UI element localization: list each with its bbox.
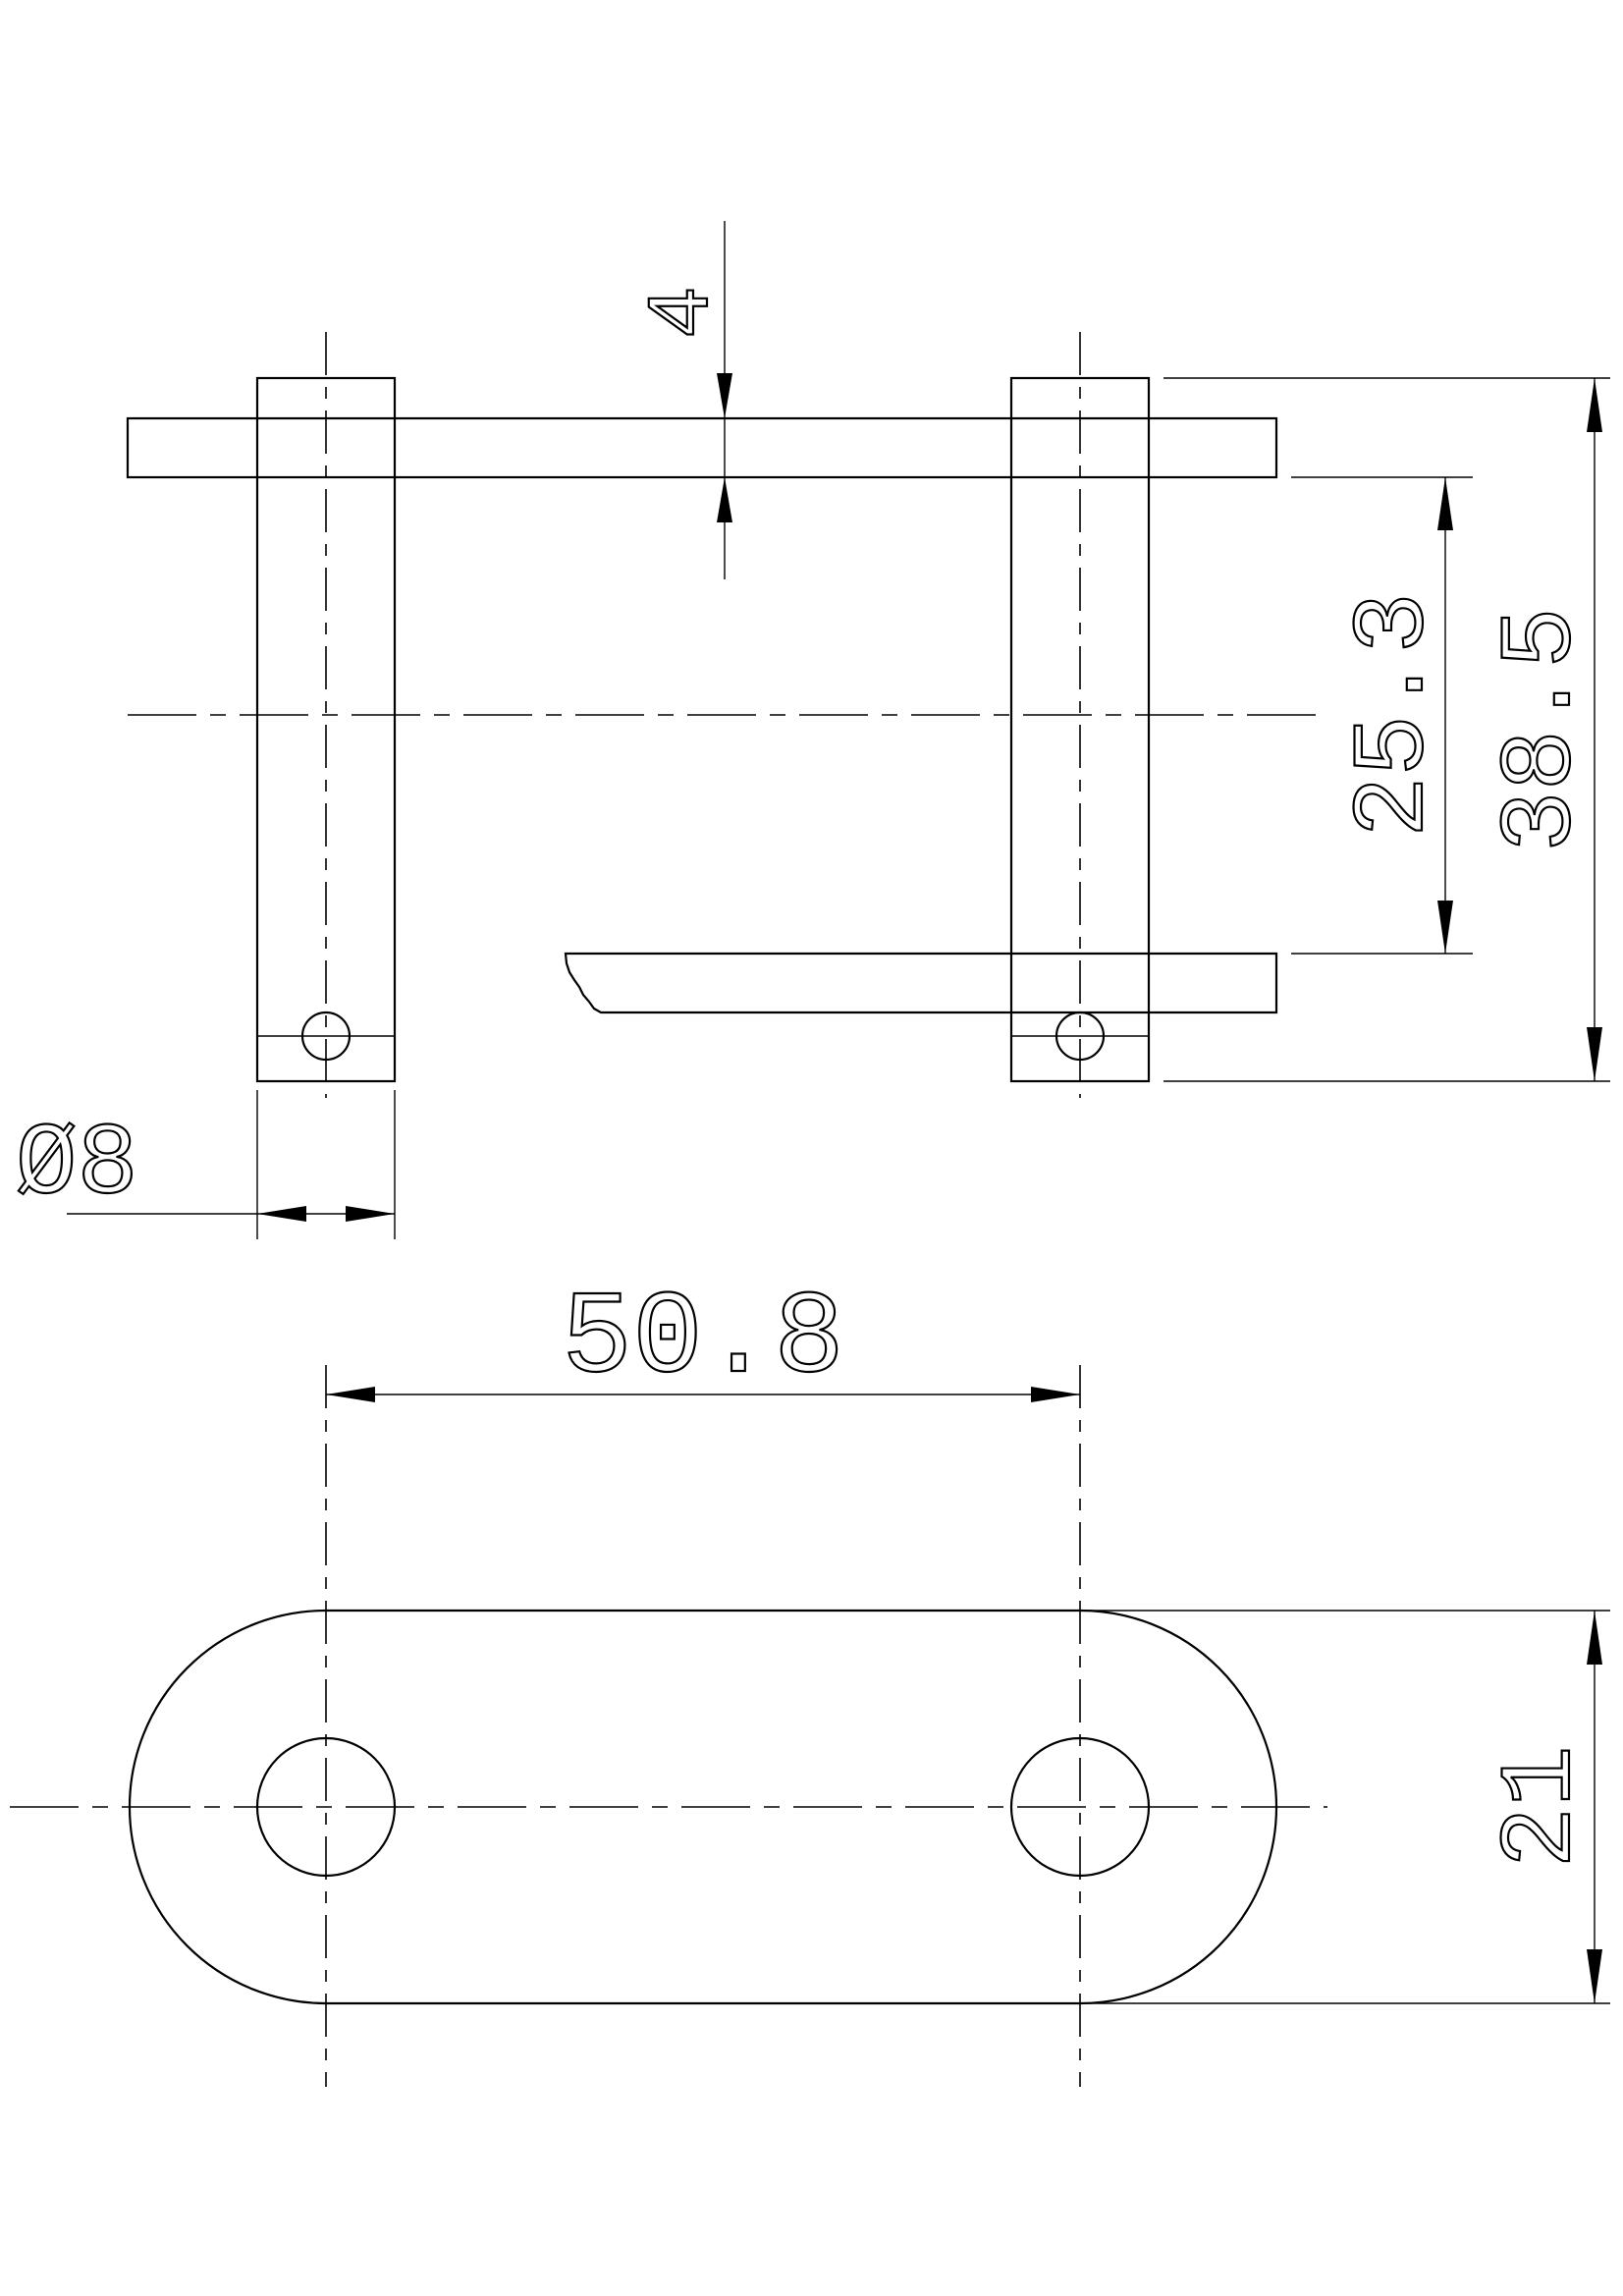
- dim-plate-height: 21: [1484, 1611, 1602, 2003]
- outer-plate: [126, 416, 1278, 479]
- dim-pin-diameter: Ø8: [15, 1090, 396, 1239]
- plate-thickness-label: 4: [634, 286, 734, 339]
- dim-pitch: 50.8: [326, 1273, 1080, 1408]
- inner-plate-broken: [564, 952, 1278, 1014]
- pitch-label: 50.8: [562, 1274, 844, 1407]
- inner-width-label: 25.3: [1337, 592, 1453, 838]
- dim-overall-width: 38.5: [1484, 378, 1602, 1081]
- top-view: [126, 332, 1610, 1098]
- dim-inner-width: 25.3: [1336, 477, 1454, 954]
- plate-height-label: 21: [1485, 1746, 1600, 1869]
- dim-plate-thickness: 4: [633, 221, 735, 579]
- pin-diameter-label: Ø8: [16, 1108, 138, 1224]
- overall-width-label: 38.5: [1485, 607, 1600, 852]
- side-view: [10, 1365, 1610, 2087]
